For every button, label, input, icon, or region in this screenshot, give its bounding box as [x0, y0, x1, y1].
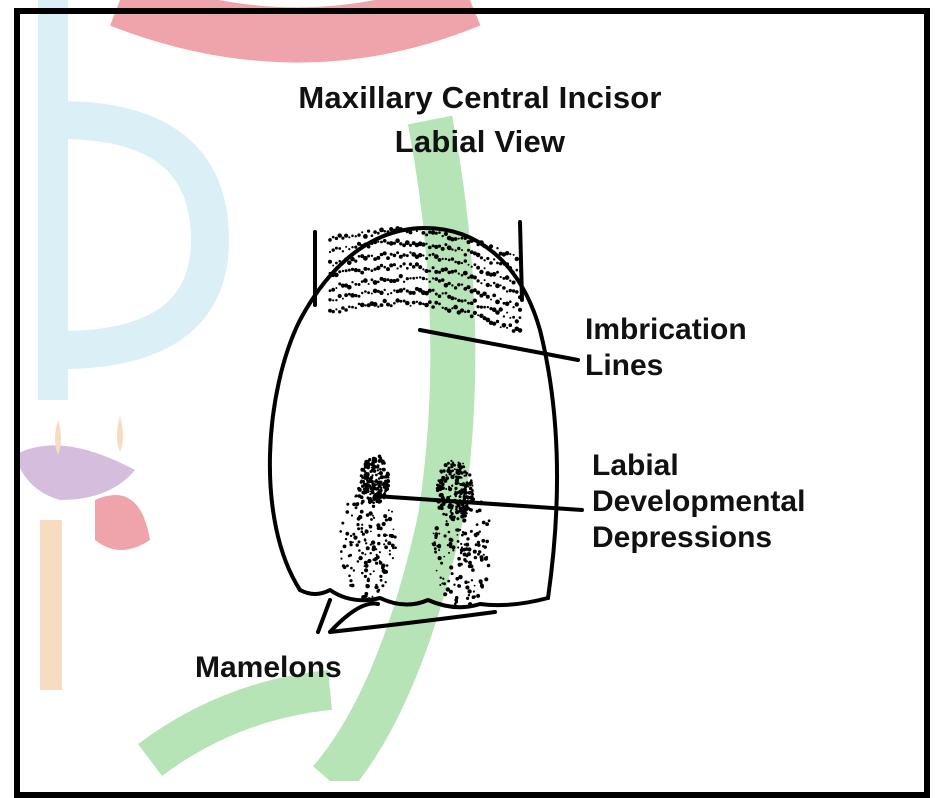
- label-labial-line1: Labial: [592, 448, 805, 484]
- label-mamelons: Mamelons: [195, 650, 342, 686]
- label-imbrication-line1: Imbrication: [585, 312, 747, 348]
- label-labial-line3: Depressions: [592, 520, 805, 556]
- diagram-canvas: Maxillary Central Incisor Labial View Im…: [0, 0, 940, 781]
- diagram-title: Maxillary Central Incisor: [230, 80, 730, 116]
- label-labial-developmental-depressions: Labial Developmental Depressions: [592, 448, 805, 556]
- label-labial-line2: Developmental: [592, 484, 805, 520]
- label-imbrication-line2: Lines: [585, 348, 747, 384]
- label-imbrication-lines: Imbrication Lines: [585, 312, 747, 384]
- diagram-subtitle: Labial View: [230, 124, 730, 160]
